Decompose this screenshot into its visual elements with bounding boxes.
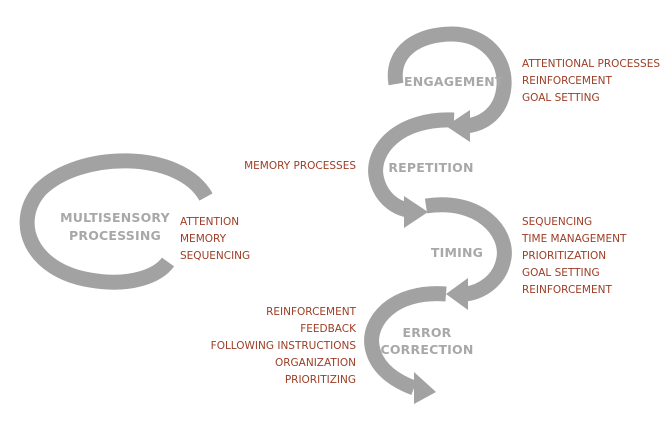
skills-list-timing: SEQUENCING TIME MANAGEMENT PRIORITIZATIO… [522,214,626,299]
stage-label-repetition: REPETITION [388,160,474,175]
skill-item: REINFORCEMENT [522,75,612,87]
engagement-arrowhead [446,110,470,142]
repetition-arrowhead [404,196,428,228]
skill-item: REINFORCEMENT [522,284,612,296]
skill-item: FOLLOWING INSTRUCTIONS [210,340,356,352]
skill-item: SEQUENCING [180,250,251,262]
skills-list-multisensory-processing: ATTENTION MEMORY SEQUENCING [180,214,250,265]
skills-list-error-correction: REINFORCEMENT FEEDBACK FOLLOWING INSTRUC… [196,304,356,389]
skill-item: TIME MANAGEMENT [522,233,627,245]
timing-arrowhead [446,278,468,310]
skill-item: MEMORY PROCESSES [244,160,356,172]
skill-item: SEQUENCING [522,216,593,228]
error-correction-arrow [364,286,447,396]
stage-label-error-correction: ERROR CORRECTION [380,325,474,357]
engagement-arrow [387,26,512,134]
skill-item: GOAL SETTING [522,267,600,279]
timing-arrow [424,197,512,302]
skill-item: ORGANIZATION [274,357,356,369]
skill-item: GOAL SETTING [522,92,600,104]
skills-list-engagement: ATTENTIONAL PROCESSES REINFORCEMENT GOAL… [522,56,660,107]
skill-item: REINFORCEMENT [266,306,356,318]
skill-item: ATTENTION [180,216,240,228]
skill-item: PRIORITIZING [284,374,356,386]
skill-item: MEMORY [180,233,227,245]
skill-item: FEEDBACK [300,323,356,335]
skill-item: ATTENTIONAL PROCESSES [522,58,660,70]
stage-label-multisensory-processing: MULTISENSORY PROCESSING [60,210,170,243]
error-correction-arrowhead [414,372,436,404]
skills-list-repetition: MEMORY PROCESSES [230,158,356,175]
skill-item: PRIORITIZATION [522,250,607,262]
stage-label-timing: TIMING [430,245,484,260]
multisensory-loop-arrow [19,153,213,290]
stage-label-engagement: ENGAGEMENT [404,74,504,89]
repetition-arrow [368,112,455,218]
